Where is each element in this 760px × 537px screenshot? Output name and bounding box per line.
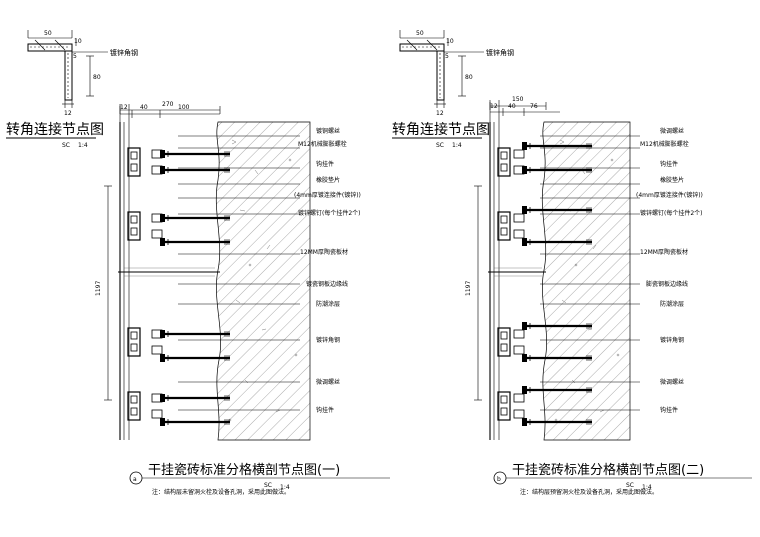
hanger-bracket-right-1 xyxy=(497,147,511,177)
concrete-wall-left xyxy=(215,121,311,441)
corner-dim-thickness: 10 xyxy=(74,38,82,45)
detail-scale-left: 1:4 xyxy=(280,484,290,491)
corner-angle-detail-right: 50 10 80 12 5 镀锌角钢 xyxy=(399,30,514,117)
detail-drawing-left: 50 10 80 12 5 镀锌角钢 转角连接节点图 SC 1:4 270 12… xyxy=(6,30,390,496)
detail-marker-letter-left: a xyxy=(133,476,137,483)
callout-right-8: 膨瓷钢板边缘线 xyxy=(646,280,688,288)
hanger-bracket-left-2 xyxy=(127,211,141,241)
detail-title-left: 干挂瓷砖标准分格横剖节点图(一) xyxy=(148,462,340,478)
callout-left-2: M12机械膨胀螺栓 xyxy=(298,140,347,148)
dim-panel-left: 12 xyxy=(120,104,128,111)
corner-angle-label: 镀锌角钢 xyxy=(110,48,138,57)
hanger-bracket-right-2 xyxy=(497,211,511,241)
callout-right-3: 钩挂件 xyxy=(660,160,678,168)
callout-right-1: 微调螺丝 xyxy=(660,127,684,135)
detail-drawing-right: 50 10 80 12 5 镀锌角钢 转角连接节点图 SC 1:4 150 12… xyxy=(392,30,752,496)
callout-right-12: 钩挂件 xyxy=(660,406,678,414)
callout-right-9: 防潮涂层 xyxy=(660,300,684,308)
callout-right-2: M12机械膨胀螺栓 xyxy=(640,140,689,148)
corner-scale-prefix-left: SC xyxy=(62,142,70,149)
callout-left-7: 12MM厚陶瓷板材 xyxy=(300,248,348,256)
callout-left-1: 镀铜螺丝 xyxy=(316,127,340,135)
callout-left-12: 钩挂件 xyxy=(316,406,334,414)
dim-total-right: 150 xyxy=(512,96,524,103)
dim-depth-left: 100 xyxy=(178,104,190,111)
corner-dim-thickness-r: 10 xyxy=(446,38,454,45)
detail-note-right: 注：结构层预留洞火栓及设备孔洞，采用此图做法。 xyxy=(520,488,658,496)
callout-left-4: 橡胶垫片 xyxy=(316,176,340,184)
corner-angle-detail-left: 50 10 80 12 5 镀锌角钢 xyxy=(27,30,138,117)
callout-right-6: 镀锌螺钉(每个挂件2个) xyxy=(640,209,703,217)
corner-detail-title-right: 转角连接节点图 xyxy=(392,121,490,138)
corner-dim-flange: 12 xyxy=(64,110,72,117)
detail-scale-right: 1:4 xyxy=(642,484,652,491)
corner-dim-flange-r: 12 xyxy=(436,110,444,117)
side-dim-value-left: 1197 xyxy=(95,281,102,296)
corner-detail-title-left: 转角连接节点图 xyxy=(6,121,104,138)
corner-dim-height: 80 xyxy=(93,74,101,81)
callout-left-3: 钩挂件 xyxy=(316,160,334,168)
callout-right-7: 12MM厚陶瓷板材 xyxy=(640,248,688,256)
concrete-wall-right xyxy=(541,121,631,441)
corner-scale-right: 1:4 xyxy=(452,142,462,149)
dim-depth-right: 76 xyxy=(530,103,538,110)
dim-total-left: 270 xyxy=(162,101,174,108)
corner-dim-height-r: 80 xyxy=(465,74,473,81)
dim-gap-left: 40 xyxy=(140,104,148,111)
corner-scale-left: 1:4 xyxy=(78,142,88,149)
callout-right-11: 微调螺丝 xyxy=(660,378,684,386)
callout-left-5: (4mm厚镀连接件(镀锌)) xyxy=(294,191,361,199)
top-dimensions-right: 150 12 40 76 xyxy=(489,96,560,122)
callout-right-4: 橡胶垫片 xyxy=(660,176,684,184)
hanger-bracket-left-1 xyxy=(127,147,141,177)
detail-scale-prefix-right: SC xyxy=(626,482,634,489)
hanger-bracket-left-4 xyxy=(127,391,141,421)
hanger-bracket-right-3 xyxy=(497,327,511,357)
dim-panel-right: 12 xyxy=(490,103,498,110)
hanger-bracket-right-4 xyxy=(497,391,511,421)
callout-right-10: 镀锌角钢 xyxy=(660,336,684,344)
detail-marker-letter-right: b xyxy=(497,476,501,483)
corner-dim-width-r: 50 xyxy=(416,30,424,37)
side-dim-value-right: 1197 xyxy=(465,281,472,296)
callout-left-10: 镀锌角钢 xyxy=(316,336,340,344)
corner-dim-gap: 5 xyxy=(73,53,77,60)
corner-scale-prefix-right: SC xyxy=(436,142,444,149)
callout-left-9: 防潮涂层 xyxy=(316,300,340,308)
dim-gap-right: 40 xyxy=(508,103,516,110)
side-dimension-right: 1197 xyxy=(465,185,482,401)
hanger-bracket-left-3 xyxy=(127,327,141,357)
detail-note-left: 注：结构层未留洞火栓及设备孔洞，采用此图做法。 xyxy=(152,488,290,496)
corner-dim-gap-r: 5 xyxy=(445,53,449,60)
corner-angle-label-r: 镀锌角钢 xyxy=(486,48,514,57)
callout-left-6: 镀锌螺钉(每个挂件2个) xyxy=(298,209,361,217)
detail-scale-prefix-left: SC xyxy=(264,482,272,489)
anchor-bolt-left-5 xyxy=(158,328,232,340)
side-dimension-left: 1197 xyxy=(95,185,112,401)
corner-dim-width: 50 xyxy=(44,30,52,37)
callout-right-5: (4mm厚镀连接件(镀锌)) xyxy=(636,191,703,199)
callout-left-8: 镀瓷钢板边缘线 xyxy=(306,280,348,288)
top-dimensions-left: 270 12 40 100 xyxy=(119,101,221,122)
detail-title-right: 干挂瓷砖标准分格横剖节点图(二) xyxy=(512,462,704,478)
callout-left-11: 微调螺丝 xyxy=(316,378,340,386)
